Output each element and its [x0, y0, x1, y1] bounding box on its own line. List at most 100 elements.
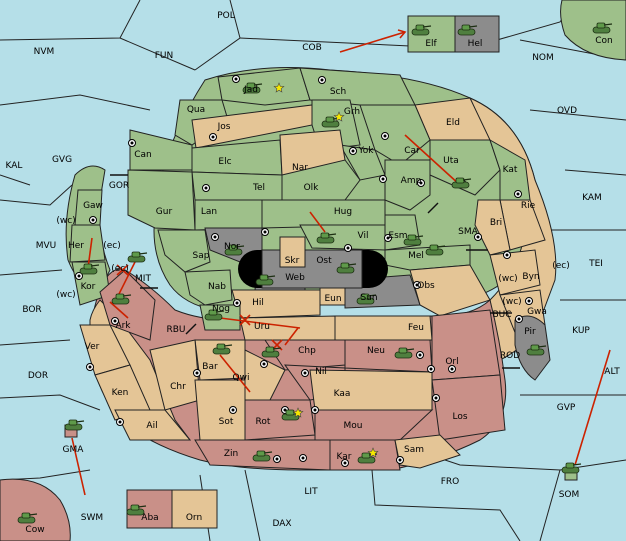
supply-center-icon: [525, 297, 533, 305]
province-vil: [299, 224, 386, 251]
tank-icon[interactable]: [127, 251, 148, 263]
province-nab: [184, 269, 233, 306]
province-label-neu: Neu: [367, 346, 385, 356]
supply-center-icon: [503, 251, 511, 259]
sea-label-cob: COB: [302, 43, 322, 53]
supply-center-icon: [344, 244, 352, 252]
province-label-sam: Sam: [404, 445, 424, 455]
tank-icon[interactable]: [561, 462, 582, 474]
tank-icon[interactable]: [316, 232, 337, 244]
sea-label-gvp: GVP: [557, 403, 576, 413]
province-label-uru: Uru: [254, 322, 270, 332]
star-icon: [273, 82, 285, 93]
tank-icon[interactable]: [411, 24, 432, 36]
tank-icon[interactable]: [79, 263, 100, 275]
province-label-sot: Sot: [219, 417, 234, 427]
tank-icon[interactable]: [252, 450, 273, 462]
sea-label-gor: GOR: [109, 181, 129, 191]
tank-icon[interactable]: [356, 293, 377, 305]
supply-center-icon: [416, 351, 424, 359]
province-label-chp: Chp: [298, 346, 316, 356]
tank-icon[interactable]: [321, 116, 342, 128]
province-label-amp: Amp: [401, 176, 422, 186]
supply-center-icon: [128, 139, 136, 147]
province-los: [431, 374, 506, 441]
supply-center-icon: [384, 234, 392, 242]
province-label-feu: Feu: [408, 323, 424, 333]
province-label-web: Web: [285, 273, 305, 283]
province-label-bri: Bri: [490, 218, 502, 228]
supply-center-icon: [381, 132, 389, 140]
tank-icon[interactable]: [336, 262, 357, 274]
sea-label-swm: SWM: [81, 513, 103, 523]
province-label-vil: Vil: [358, 231, 369, 241]
province-label-olk: Olk: [304, 183, 320, 193]
tank-icon[interactable]: [224, 244, 245, 256]
tank-icon[interactable]: [64, 419, 85, 431]
supply-center-icon: [75, 272, 83, 280]
supply-center-icon: [89, 216, 97, 224]
tank-icon[interactable]: [126, 504, 147, 516]
province-label-eld: Eld: [446, 118, 460, 128]
tank-icon[interactable]: [592, 22, 613, 34]
double-arrows: [110, 174, 520, 369]
tank-icon[interactable]: [451, 177, 472, 189]
supply-center-icon: [413, 281, 421, 289]
supply-center-icon: [448, 365, 456, 373]
province-label-chr: Chr: [170, 382, 186, 392]
tank-icon[interactable]: [403, 234, 424, 246]
province-label-sun: Sun: [360, 293, 377, 303]
tank-icon[interactable]: [394, 347, 415, 359]
province-label-sch: Sch: [330, 87, 346, 97]
province-label-los: Los: [452, 412, 467, 422]
coast-tag: (ec): [552, 261, 570, 271]
province-label-kar: Kar: [337, 452, 352, 462]
province-orl: [431, 309, 501, 381]
tank-icon[interactable]: [457, 24, 478, 36]
province-label-qwi: Qwi: [233, 373, 250, 383]
coast-tag: (wc): [498, 274, 517, 284]
supply-center-icon: [427, 365, 435, 373]
supply-center-icon: [514, 190, 522, 198]
province-label-eun: Eun: [324, 294, 341, 304]
tank-icon[interactable]: [526, 344, 547, 356]
tank-icon[interactable]: [255, 274, 276, 286]
tank-icon[interactable]: [111, 293, 132, 305]
tank-icon[interactable]: [261, 346, 282, 358]
supply-center-icon: [396, 456, 404, 464]
sea-label-tei: TEI: [588, 259, 603, 269]
tank-icon[interactable]: [242, 82, 263, 94]
supply-center-icon: [301, 369, 309, 377]
sea-label-pol: POL: [217, 11, 235, 21]
supply-center-icon: [515, 315, 523, 323]
province-label-kor: Kor: [81, 282, 96, 292]
province-hug: [261, 199, 386, 229]
order-arrows: [71, 29, 611, 496]
province-label-cow: Cow: [25, 525, 44, 535]
supply-center-icon: [349, 147, 357, 155]
supply-center-icon: [211, 233, 219, 241]
province-label-can: Can: [134, 150, 152, 160]
supply-center-icon: [261, 228, 269, 236]
province-her: [69, 224, 106, 263]
province-label-byn: Byn: [522, 272, 539, 282]
supply-center-icon: [341, 459, 349, 467]
supply-center-icon: [202, 184, 210, 192]
province-label-con: Con: [595, 36, 613, 46]
tank-icon[interactable]: [17, 512, 38, 524]
tank-icon[interactable]: [212, 343, 233, 355]
tank-icon[interactable]: [204, 309, 225, 321]
province-label-hug: Hug: [334, 207, 352, 217]
province-label-gaw: Gaw: [83, 201, 103, 211]
province-label-ost: Ost: [316, 256, 332, 266]
sea-label-lit: LIT: [304, 487, 318, 497]
supply-center-icon: [260, 360, 268, 368]
sea-label-nom: NOM: [532, 53, 554, 63]
supply-center-icon: [209, 133, 217, 141]
tank-icon[interactable]: [425, 244, 446, 256]
sea-label-dor: DOR: [28, 371, 48, 381]
province-label-nog: Nog: [212, 304, 230, 314]
